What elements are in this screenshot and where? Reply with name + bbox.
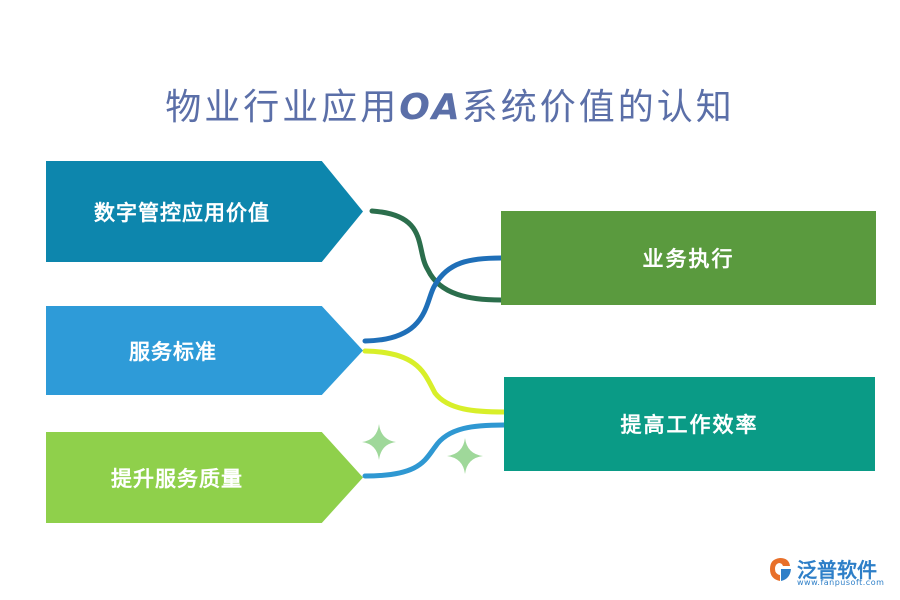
box-label: 业务执行 [642, 246, 735, 271]
arrow-item-label: 数字管控应用价值 [94, 199, 270, 225]
box-work-efficiency: 提高工作效率 [504, 377, 875, 471]
logo-url: www.fanpusoft.com [797, 578, 885, 587]
title-prefix: 物业行业应用 [165, 87, 400, 128]
box-label: 提高工作效率 [620, 412, 759, 437]
title-oa: OA [399, 87, 462, 128]
sparkle-star-2 [447, 438, 483, 474]
connector-3 [362, 348, 507, 415]
arrow-item-label: 提升服务质量 [111, 465, 243, 491]
arrow-item-digital-control: 数字管控应用价值 [46, 161, 363, 262]
title-suffix: 系统价值的认知 [461, 87, 735, 128]
arrow-item-label: 服务标准 [129, 338, 217, 364]
connector-2 [362, 255, 504, 344]
sparkle-star-1 [362, 424, 396, 460]
box-business-execution: 业务执行 [501, 211, 876, 305]
diagram-title: 物业行业应用OA系统价值的认知 [0, 78, 900, 130]
logo-icon [770, 558, 791, 581]
arrow-item-service-quality: 提升服务质量 [46, 432, 363, 523]
brand-logo: 泛普软件 www.fanpusoft.com [767, 551, 892, 591]
logo-name: 泛普软件 [797, 558, 877, 582]
arrow-item-service-standard: 服务标准 [46, 306, 363, 395]
connector-4 [362, 422, 507, 479]
connector-1 [369, 208, 504, 303]
